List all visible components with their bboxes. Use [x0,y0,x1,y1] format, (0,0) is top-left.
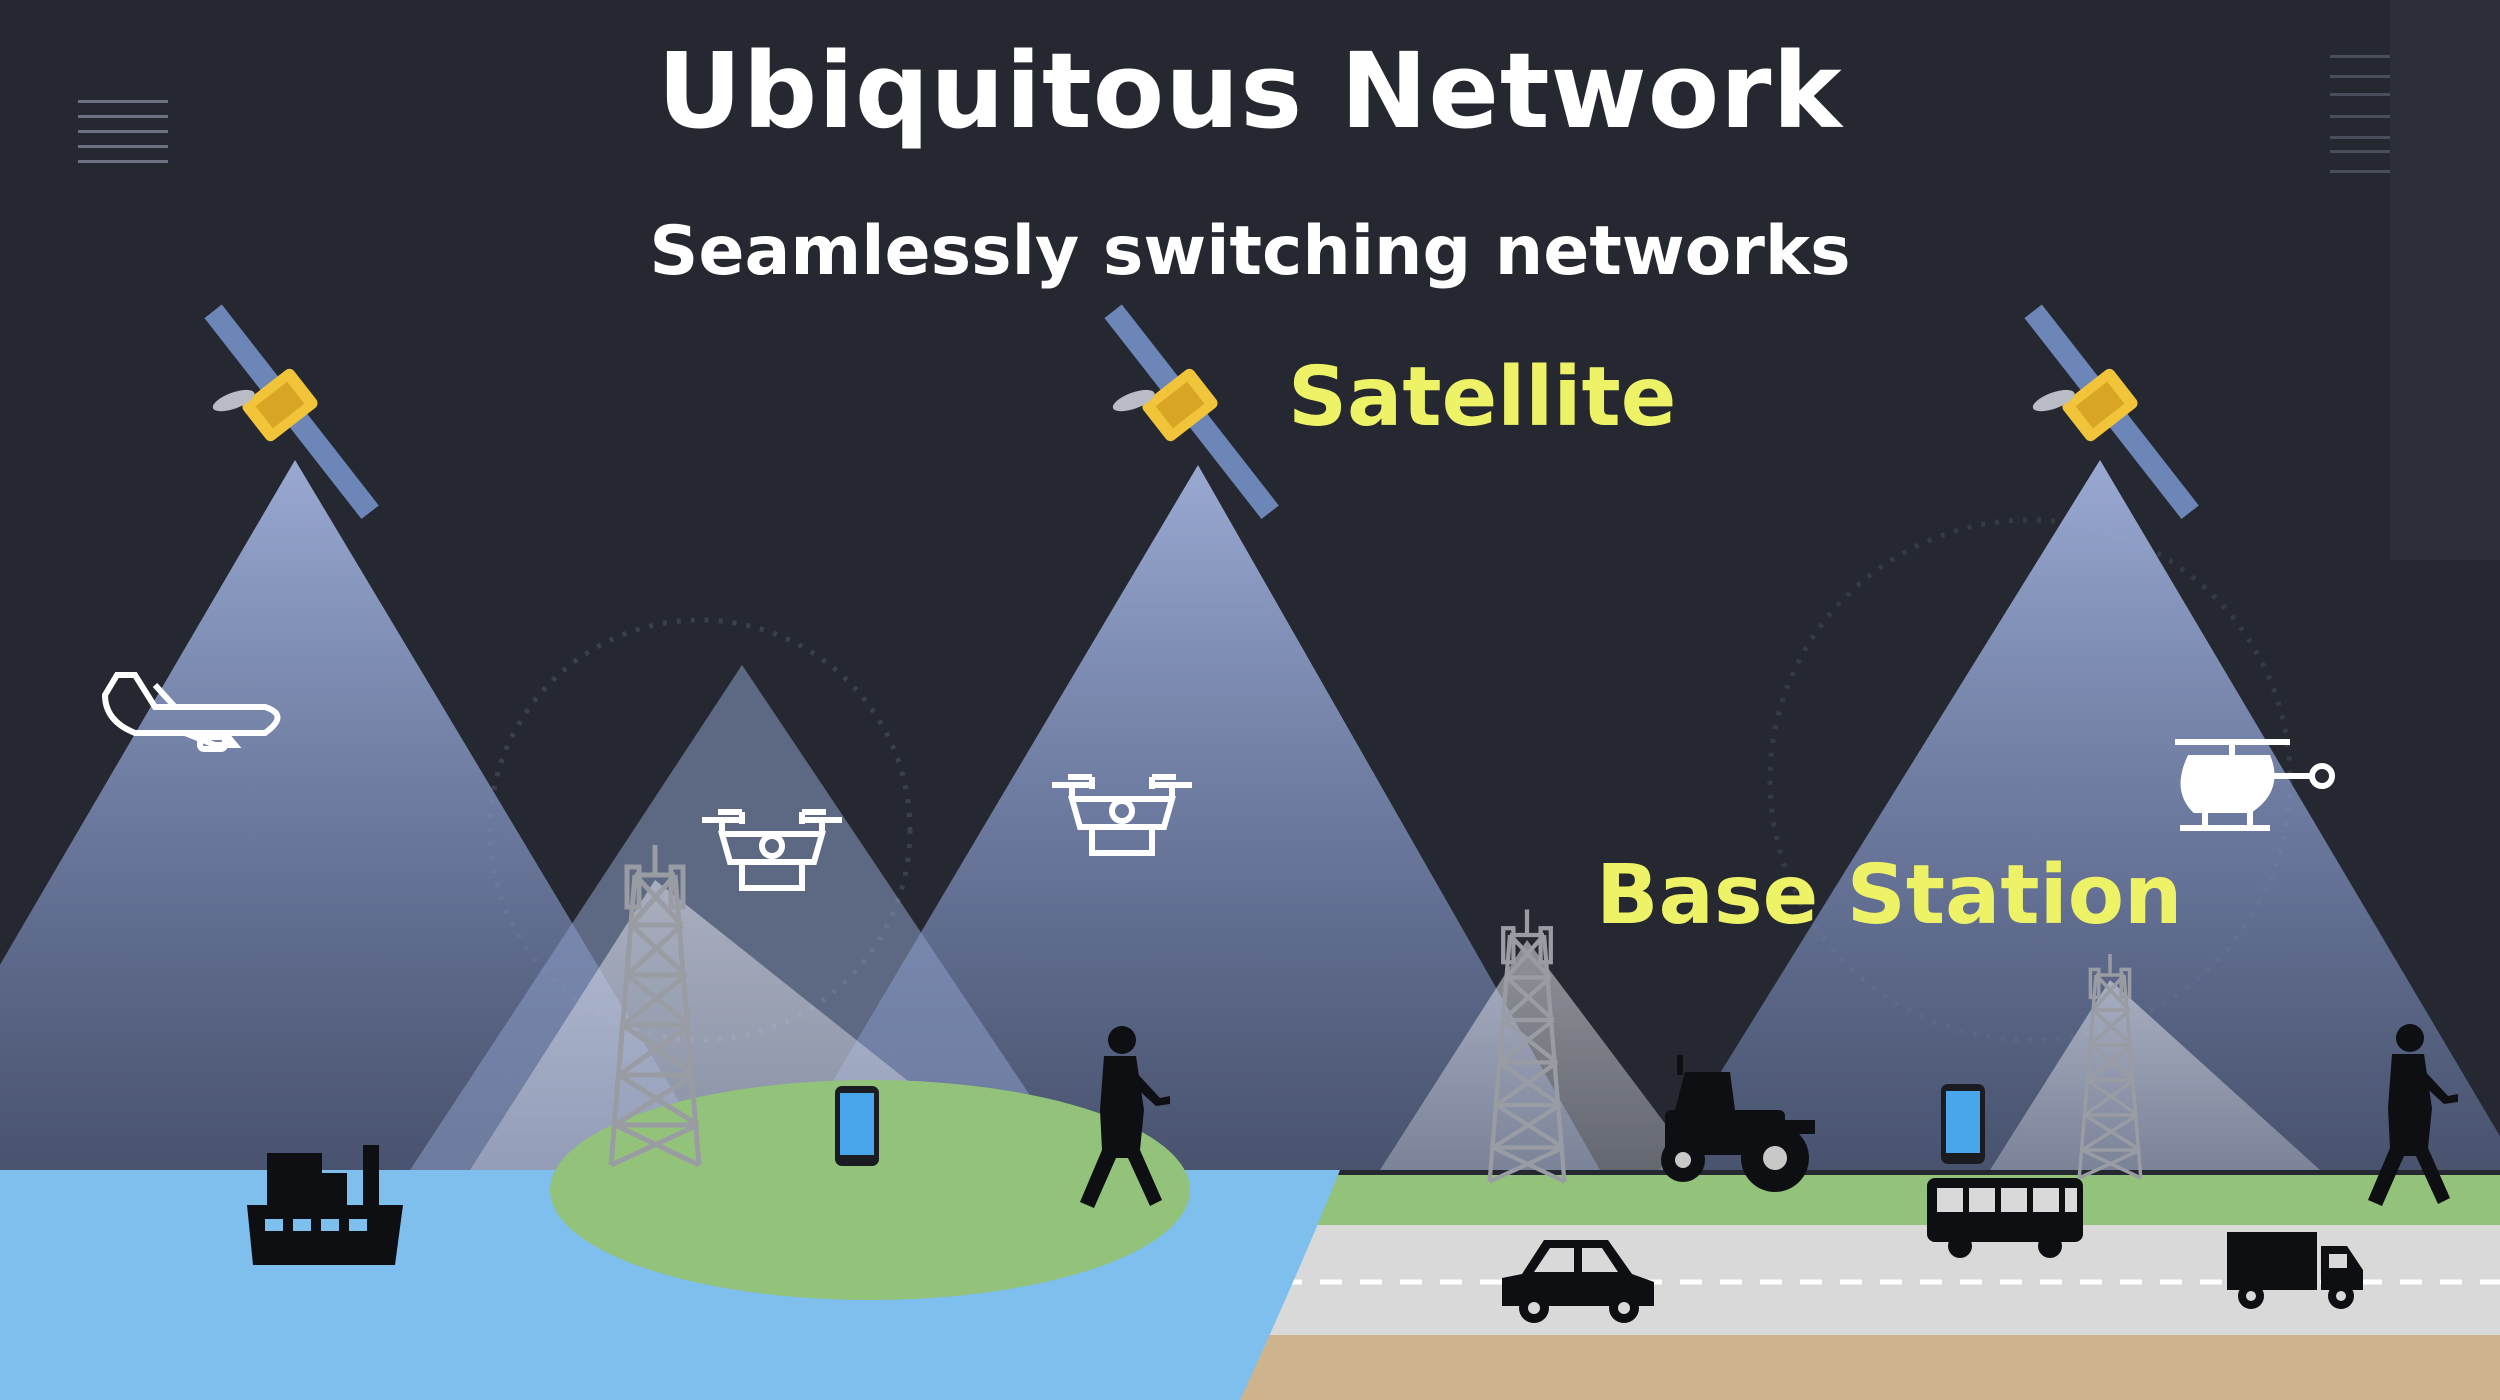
satellite-beam [1660,460,2500,1170]
smartphone-icon [835,1086,879,1166]
page-subtitle: Seamlessly switching networks [649,212,1851,291]
ship-icon [247,1145,403,1265]
truck-icon [2227,1232,2363,1309]
bus-icon [1927,1178,2083,1258]
tractor-icon [1661,1055,1815,1192]
page-title: Ubiquitous Network [657,30,1843,152]
dot-grid-right [2330,55,2445,173]
smartphone-icon [1941,1084,1985,1164]
airplane-icon [101,672,281,752]
helicopter-icon [2175,739,2335,831]
background-panel [2390,0,2500,560]
island [550,1080,1190,1300]
dot-grid-left [78,100,168,163]
sand [1220,1335,2500,1400]
satellite-label: Satellite [1288,350,1677,445]
tower-beam [1380,940,1700,1170]
base-station-label: Base Station [1596,848,2183,943]
car-icon [1502,1240,1654,1323]
grass-strip [1300,1175,2500,1225]
tower-beam [1990,980,2320,1170]
satellite-beam [780,465,1600,1170]
